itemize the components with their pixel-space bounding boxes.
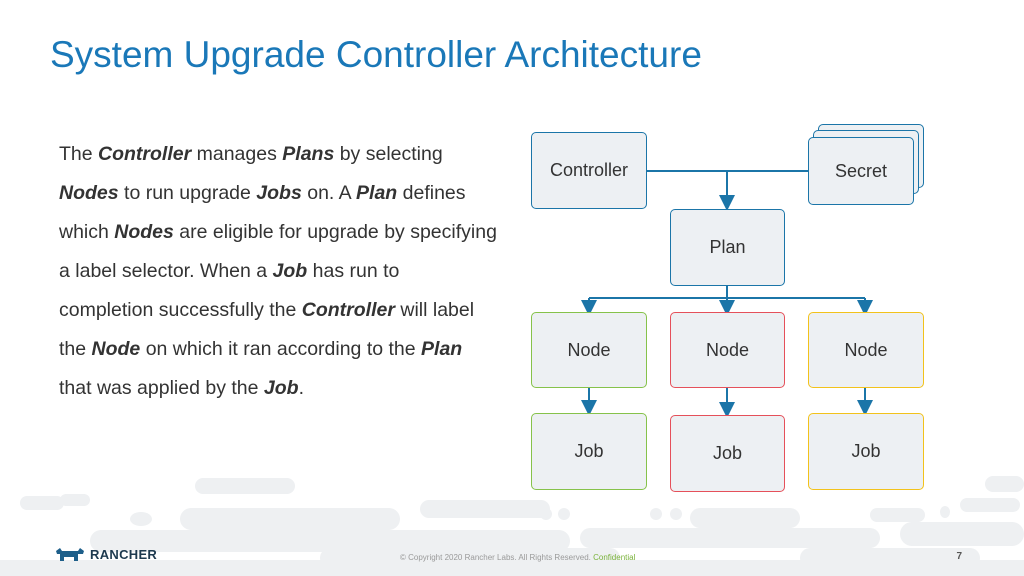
emphasis-term: Controller bbox=[98, 143, 192, 165]
slide-title: System Upgrade Controller Architecture bbox=[50, 34, 702, 75]
job-box-3: Job bbox=[808, 413, 924, 490]
confidential-label: Confidential bbox=[593, 553, 636, 562]
rancher-logo-text: RANCHER bbox=[90, 547, 158, 562]
emphasis-term: Job bbox=[263, 377, 299, 399]
paragraph-text: defines which bbox=[59, 182, 466, 243]
emphasis-term: Node bbox=[91, 338, 141, 360]
copyright-text: © Copyright 2020 Rancher Labs. All Right… bbox=[400, 553, 591, 562]
rancher-logo: RANCHER bbox=[56, 547, 157, 562]
node-box-3: Node bbox=[808, 312, 924, 388]
rancher-cow-icon bbox=[56, 547, 84, 561]
paragraph-text: will label the bbox=[59, 299, 475, 360]
emphasis-term: Jobs bbox=[256, 182, 302, 204]
node-box-1: Node bbox=[531, 312, 647, 388]
paragraph-text: on which it ran according to the bbox=[140, 338, 422, 360]
emphasis-term: Plan bbox=[356, 182, 398, 204]
paragraph-text: has run to completion successfully the bbox=[59, 260, 400, 321]
description-paragraph: The Controller manages Plans by selectin… bbox=[59, 135, 499, 408]
paragraph-text: manages bbox=[191, 143, 283, 165]
emphasis-term: Plans bbox=[282, 143, 335, 165]
paragraph-text: to run upgrade bbox=[118, 182, 257, 204]
plan-box: Plan bbox=[670, 209, 785, 286]
emphasis-term: Plan bbox=[421, 338, 463, 360]
paragraph-text: are eligible for upgrade by specifying a… bbox=[59, 221, 497, 282]
job-box-1: Job bbox=[531, 413, 647, 490]
paragraph-text: The bbox=[59, 143, 99, 165]
secret-box: Secret bbox=[808, 137, 914, 205]
node-box-2: Node bbox=[670, 312, 785, 388]
controller-box: Controller bbox=[531, 132, 647, 209]
emphasis-term: Nodes bbox=[59, 182, 119, 204]
paragraph-text: on. A bbox=[301, 182, 357, 204]
copyright-notice: © Copyright 2020 Rancher Labs. All Right… bbox=[400, 553, 635, 562]
emphasis-term: Nodes bbox=[114, 221, 174, 243]
page-number: 7 bbox=[956, 551, 962, 562]
paragraph-text: that was applied by the bbox=[59, 377, 264, 399]
emphasis-term: Job bbox=[272, 260, 308, 282]
paragraph-text: by selecting bbox=[334, 143, 443, 165]
emphasis-term: Controller bbox=[301, 299, 395, 321]
paragraph-text: . bbox=[298, 377, 304, 399]
job-box-2: Job bbox=[670, 415, 785, 492]
